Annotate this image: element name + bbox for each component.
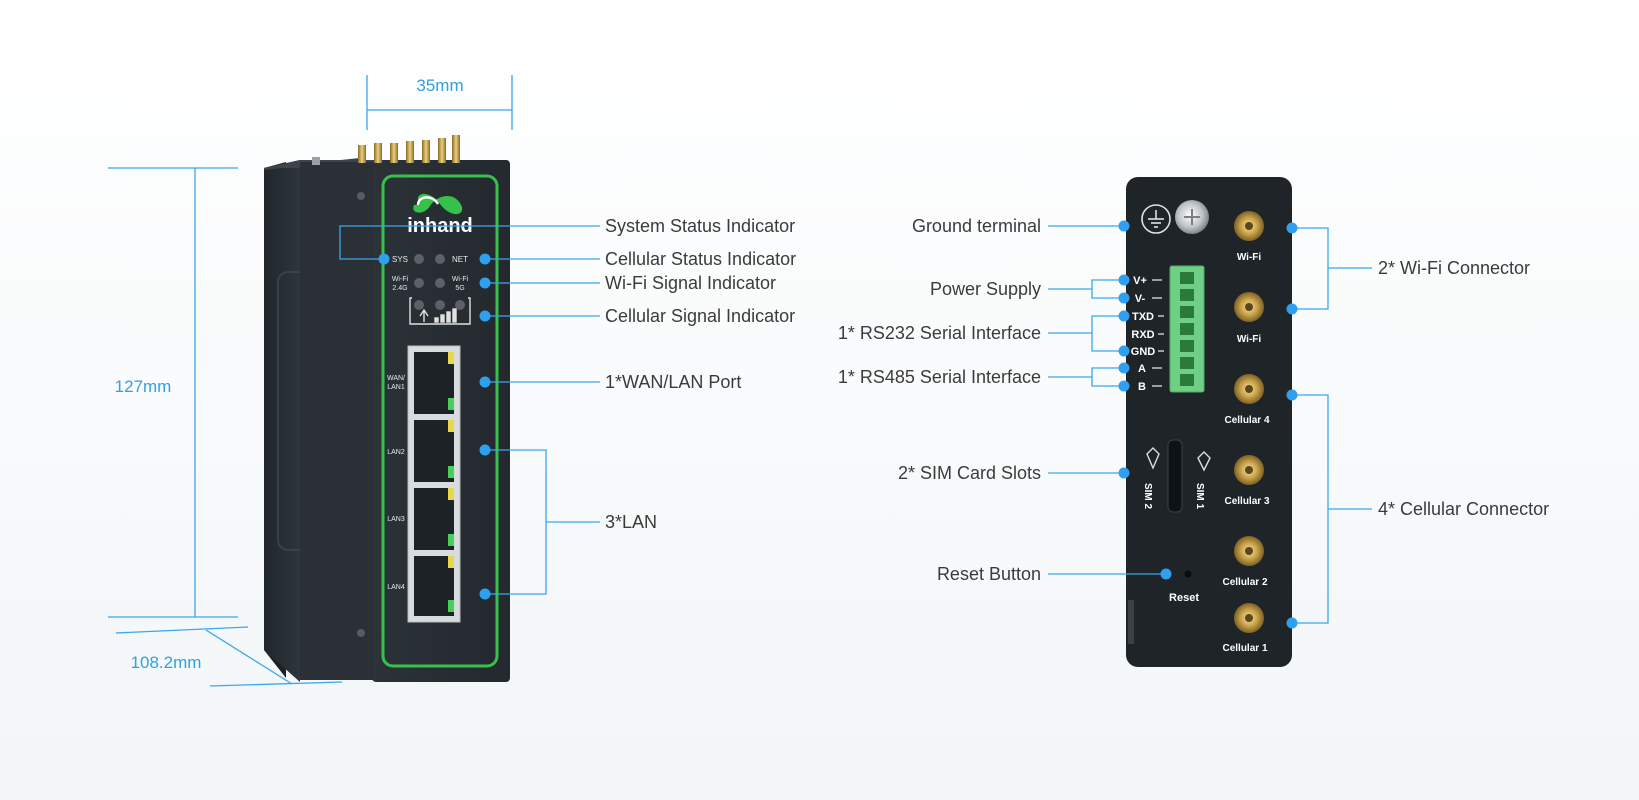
dimension-depth: 108.2mm	[115, 626, 343, 687]
callout-sim: 2* SIM Card Slots	[898, 463, 1041, 483]
top-left-callouts: Ground terminal Power Supply 1* RS232 Se…	[838, 216, 1172, 584]
ground-terminal	[1141, 200, 1209, 234]
led-label-sys: SYS	[392, 255, 408, 264]
reset-hole	[1184, 570, 1192, 578]
port-label-lan2: LAN2	[387, 449, 405, 456]
callout-lan: 3*LAN	[605, 512, 657, 532]
pin-label-rxd: RXD	[1131, 329, 1154, 341]
callout-cellular-connector: 4* Cellular Connector	[1378, 499, 1549, 519]
pin-label-a: A	[1138, 363, 1146, 375]
status-leds	[414, 254, 465, 310]
led-label-net: NET	[452, 255, 468, 264]
front-antenna-connectors	[312, 135, 460, 165]
pin-label-txd: TXD	[1132, 311, 1154, 323]
pin-label-b: B	[1138, 381, 1146, 393]
antenna-label-cellular-3: Cellular 3	[1224, 496, 1269, 507]
callout-power: Power Supply	[930, 279, 1041, 299]
terminal-pin-labels: V+ V- TXD RXD GND A B	[1131, 275, 1164, 393]
router-front-view: inhand SYS NET Wi-Fi 2.4G Wi-Fi 5G	[264, 135, 510, 682]
port-label-lan3: LAN3	[387, 516, 405, 523]
height-label: 127mm	[115, 377, 172, 396]
callout-ground: Ground terminal	[912, 216, 1041, 236]
signal-bars-icon	[409, 297, 471, 325]
dimension-width: 35mm	[366, 75, 513, 130]
width-label: 35mm	[416, 76, 463, 95]
front-callouts: System Status Indicator Cellular Status …	[339, 216, 796, 600]
ethernet-ports	[407, 345, 461, 623]
device-side	[264, 160, 300, 682]
sim2-label: SIM 2	[1142, 483, 1153, 510]
led-label-wifi24-l1: Wi-Fi	[392, 276, 409, 283]
green-panel-frame	[381, 174, 499, 668]
dimension-height: 127mm	[108, 167, 238, 618]
port-label-wan-l2: LAN1	[387, 384, 405, 391]
antenna-label-cellular-1: Cellular 1	[1222, 643, 1267, 654]
callout-wifi-connector: 2* Wi-Fi Connector	[1378, 258, 1530, 278]
led-label-wifi24-l2: 2.4G	[392, 285, 407, 292]
depth-label: 108.2mm	[131, 653, 202, 672]
led-label-wifi5g-l1: Wi-Fi	[452, 276, 469, 283]
reset-label: Reset	[1169, 592, 1199, 604]
callout-cellular-signal: Cellular Signal Indicator	[605, 306, 795, 326]
pin-label-vminus: V-	[1135, 293, 1146, 305]
antenna-label-cellular-2: Cellular 2	[1222, 577, 1267, 588]
sim1-label: SIM 1	[1194, 483, 1205, 510]
port-label-lan4: LAN4	[387, 584, 405, 591]
router-top-view: V+ V- TXD RXD GND A B SIM 2 SIM 1	[1126, 177, 1292, 667]
callout-rs232: 1* RS232 Serial Interface	[838, 323, 1041, 343]
port-label-wan-l1: WAN/	[387, 375, 405, 382]
callout-wifi-signal: Wi-Fi Signal Indicator	[605, 273, 776, 293]
top-right-callouts: 2* Wi-Fi Connector 4* Cellular Connector	[1286, 222, 1549, 629]
antenna-labels: Wi-Fi Wi-Fi Cellular 4 Cellular 3 Cellul…	[1222, 252, 1269, 654]
callout-wan-lan-port: 1*WAN/LAN Port	[605, 372, 741, 392]
callout-cellular-status: Cellular Status Indicator	[605, 249, 796, 269]
sim-card-slots: SIM 2 SIM 1	[1142, 439, 1211, 513]
led-label-wifi5g-l2: 5G	[455, 285, 464, 292]
antenna-label-cellular-4: Cellular 4	[1224, 415, 1269, 426]
callout-rs485: 1* RS485 Serial Interface	[838, 367, 1041, 387]
callout-system-status: System Status Indicator	[605, 216, 795, 236]
pin-label-vplus: V+	[1133, 275, 1147, 287]
callout-reset: Reset Button	[937, 564, 1041, 584]
terminal-block	[1169, 265, 1205, 393]
antenna-label-wifi-2: Wi-Fi	[1237, 334, 1262, 345]
antenna-connectors	[1234, 211, 1264, 633]
antenna-label-wifi-1: Wi-Fi	[1237, 252, 1262, 263]
pin-label-gnd: GND	[1131, 346, 1156, 358]
